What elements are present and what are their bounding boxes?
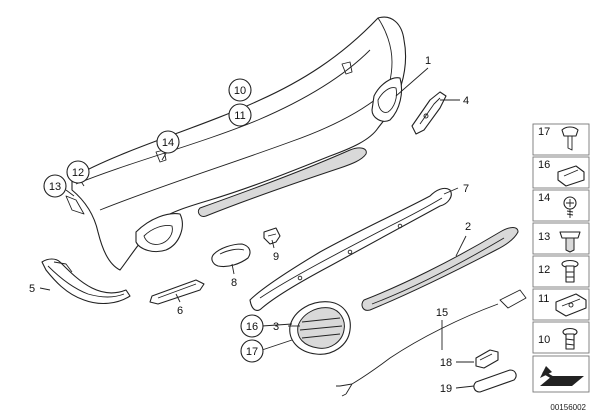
sensor-cable-part[interactable] xyxy=(336,289,527,397)
hardware-row-12[interactable]: 12 xyxy=(532,255,590,288)
hardware-row-17[interactable]: 17 xyxy=(532,123,590,156)
callout-5: 5 xyxy=(29,283,35,295)
bumper-cover-part[interactable] xyxy=(65,16,407,271)
callout-6: 6 xyxy=(177,305,183,317)
plain-callouts: 1 2 3 4 5 6 7 8 9 15 18 19 xyxy=(29,55,471,395)
callout-17: 17 xyxy=(240,339,264,363)
callout-9: 9 xyxy=(273,251,279,263)
svg-text:10: 10 xyxy=(538,334,550,346)
svg-text:10: 10 xyxy=(234,85,246,97)
screw-icon xyxy=(563,196,577,218)
callout-3: 3 xyxy=(273,321,279,333)
callout-16: 16 xyxy=(240,314,264,338)
direction-arrow-icon xyxy=(540,366,584,386)
hardware-row-16[interactable]: 16 xyxy=(532,156,590,189)
small-bracket-part[interactable] xyxy=(475,349,499,369)
rivet-icon xyxy=(561,259,579,283)
callout-8: 8 xyxy=(231,277,237,289)
callout-15: 15 xyxy=(436,307,448,319)
grille-strip-part[interactable] xyxy=(361,227,519,311)
callout-13: 13 xyxy=(43,174,67,198)
reflector-strip-part[interactable] xyxy=(149,279,205,305)
fog-grille-part[interactable] xyxy=(289,301,351,355)
svg-text:14: 14 xyxy=(162,137,174,149)
plug-cap-part[interactable] xyxy=(473,369,517,393)
svg-text:11: 11 xyxy=(538,293,549,305)
hardware-row-13[interactable]: 13 xyxy=(532,222,590,255)
bolt-icon xyxy=(562,327,578,350)
svg-text:16: 16 xyxy=(538,159,550,171)
bracket-part[interactable] xyxy=(411,91,447,135)
hardware-row-14[interactable]: 14 xyxy=(532,189,590,222)
circled-callouts: 10 11 14 12 13 16 17 xyxy=(43,78,264,363)
direction-arrow-cell xyxy=(532,355,590,393)
callout-12: 12 xyxy=(66,160,90,184)
side-trim-part[interactable] xyxy=(41,258,131,305)
callout-18: 18 xyxy=(440,357,452,369)
hardware-row-11[interactable]: 11 xyxy=(532,288,590,321)
svg-text:13: 13 xyxy=(49,181,61,193)
callout-4: 4 xyxy=(463,95,469,107)
svg-text:13: 13 xyxy=(538,231,550,243)
svg-text:12: 12 xyxy=(538,264,550,276)
side-marker-part[interactable] xyxy=(211,243,251,268)
spring-nut-icon xyxy=(555,293,587,317)
callout-14: 14 xyxy=(156,130,180,154)
callout-11: 11 xyxy=(228,103,252,127)
svg-text:11: 11 xyxy=(234,110,245,122)
callout-1: 1 xyxy=(425,55,431,67)
callout-7: 7 xyxy=(463,183,469,195)
callout-10: 10 xyxy=(228,78,252,102)
svg-text:16: 16 xyxy=(246,321,258,333)
hardware-table: 17 16 14 13 xyxy=(532,123,590,393)
callout-2: 2 xyxy=(465,221,471,233)
callout-19: 19 xyxy=(440,383,452,395)
svg-text:12: 12 xyxy=(72,167,84,179)
spoiler-part[interactable] xyxy=(249,187,452,311)
clip-part[interactable] xyxy=(263,227,281,245)
expanding-rivet-icon xyxy=(559,231,581,253)
hardware-row-10[interactable]: 10 xyxy=(532,321,590,354)
push-clip-icon xyxy=(561,126,579,151)
svg-text:17: 17 xyxy=(246,346,258,358)
svg-text:17: 17 xyxy=(538,126,550,138)
document-id: 00156002 xyxy=(550,403,586,412)
clip-nut-icon xyxy=(557,165,585,187)
svg-text:14: 14 xyxy=(538,192,550,204)
